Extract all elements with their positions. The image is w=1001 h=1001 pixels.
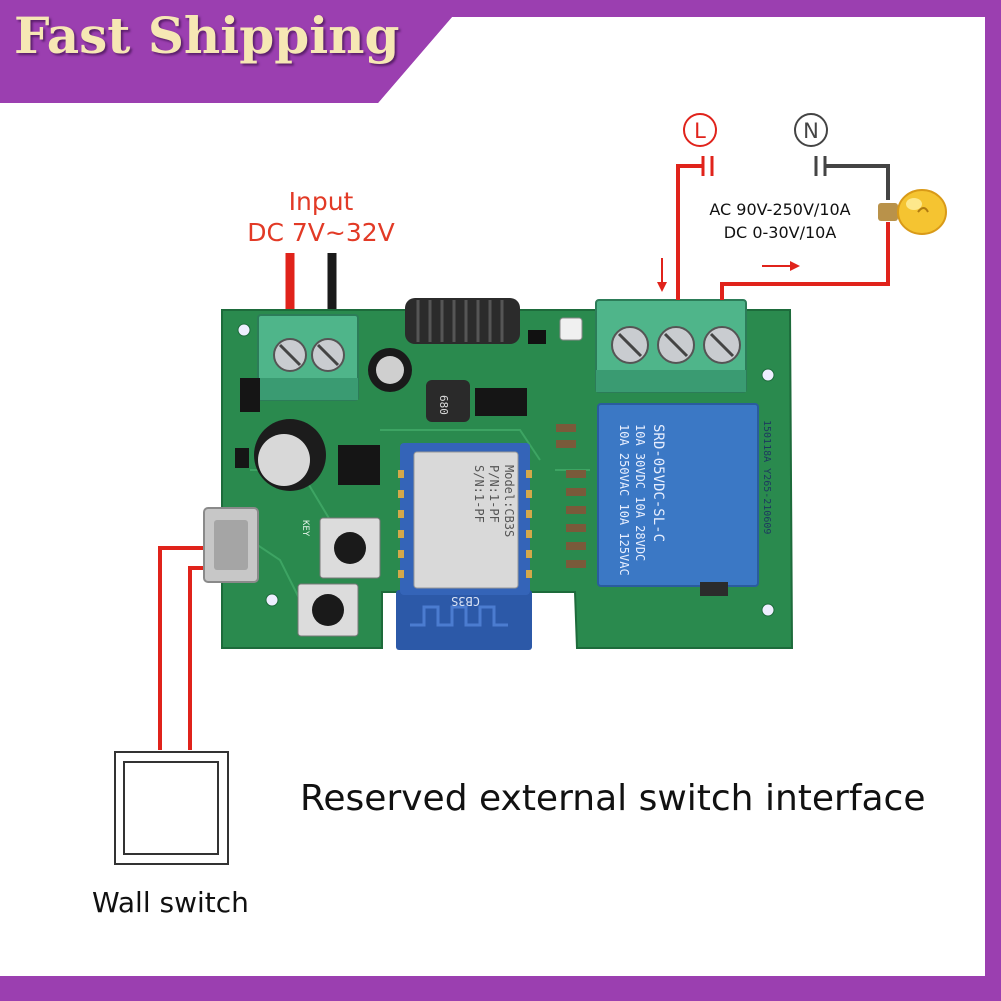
line-terminal-icon [683,113,717,147]
relay: 10A 250VAC 10A 125VAC 10A 30VDC 10A 28VD… [597,403,772,596]
key-label: KEY [300,520,310,537]
input-title: Input [288,187,354,216]
input-label: Input DC 7V~32V [246,186,396,248]
relay-rating-line1: 10A 250VAC 10A 125VAC [617,424,631,576]
ac-rating: AC 90V-250V/10A [709,200,851,219]
relay-rating-line2: 10A 30VDC 10A 28VDC [633,424,647,561]
banner-background [0,0,1001,103]
wifi-pn-label: P/N:1-PF [487,465,501,523]
neutral-terminal-icon [794,113,828,147]
interface-caption: Reserved external switch interface [300,778,926,819]
wall-switch-caption: Wall switch [92,886,249,919]
dc-rating: DC 0-30V/10A [723,223,837,242]
rating-label: AC 90V-250V/10A DC 0-30V/10A [680,198,880,244]
wall-switch-icon [114,751,229,865]
components [203,317,586,637]
wifi-module: Model:CB3S P/N:1-PF S/N:1-PF CB3S [396,443,532,650]
light-bulb-icon [878,189,947,235]
relay-model: SRD-05VDC-SL-C [650,424,666,542]
line-symbol: L [694,119,706,143]
banner-title: Fast Shipping [14,6,400,65]
wifi-sn-label: S/N:1-PF [472,465,486,523]
relay-side-label: 150118A Y265-210609 [761,420,772,534]
input-terminal [257,314,359,401]
neutral-symbol: N [803,119,819,143]
input-voltage: DC 7V~32V [247,218,395,247]
output-terminal [595,299,747,393]
antenna-coil [405,298,520,344]
load-wiring [657,156,890,300]
wifi-pcb-label: CB3S [451,594,480,608]
wifi-model-label: Model:CB3S [502,465,516,537]
inductor-label: 680 [437,395,450,415]
